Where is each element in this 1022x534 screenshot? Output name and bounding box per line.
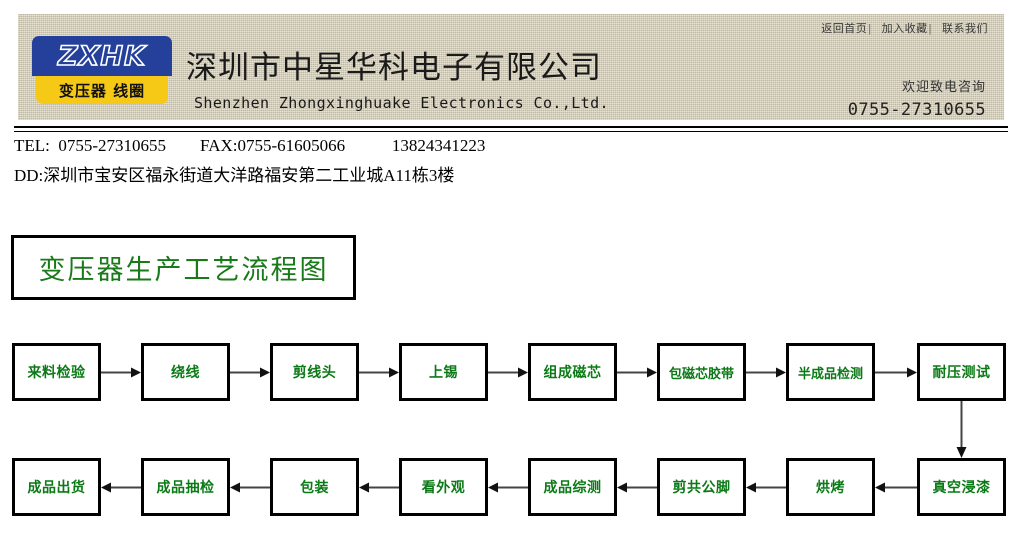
arrow-right-2 <box>230 367 270 378</box>
arrow-right-3 <box>359 367 399 378</box>
flow-step-wire-cutting[interactable]: 剪线头 <box>270 343 359 401</box>
flow-step-label: 组成磁芯 <box>543 365 602 381</box>
flow-step-core-assembly[interactable]: 组成磁芯 <box>528 343 617 401</box>
header-banner: 返回首页|加入收藏|联系我们 ZXHK 变压器 线圈 深圳市中星华科电子有限公司… <box>18 14 1004 120</box>
flow-step-label: 剪线头 <box>292 365 337 381</box>
flow-step-winding[interactable]: 绕线 <box>141 343 230 401</box>
company-logo[interactable]: ZXHK 变压器 线圈 <box>32 36 172 106</box>
flow-step-final-sampling[interactable]: 成品抽检 <box>141 458 230 516</box>
flow-step-label: 成品出货 <box>27 480 86 496</box>
contact-phone-fax-line: TEL: 0755-27310655 FAX:0755-61605066 138… <box>14 136 486 155</box>
nav-separator-2: | <box>928 23 932 35</box>
flow-step-label: 包装 <box>300 480 329 496</box>
flow-step-final-comprehensive-test[interactable]: 成品综测 <box>528 458 617 516</box>
nav-link-contact[interactable]: 联系我们 <box>942 23 988 35</box>
nav-separator-1: | <box>868 23 872 35</box>
logo-bottom-band: 变压器 线圈 <box>36 76 168 104</box>
flow-step-label: 看外观 <box>421 480 466 496</box>
flow-step-tinning[interactable]: 上锡 <box>399 343 488 401</box>
arrow-right-7 <box>875 367 917 378</box>
flow-step-label: 包磁芯胶带 <box>668 366 734 382</box>
contact-address-line: DD:深圳市宝安区福永街道大洋路福安第二工业城A11栋3楼 <box>14 166 455 185</box>
flow-step-baking[interactable]: 烘烤 <box>786 458 875 516</box>
flow-step-label: 烘烤 <box>816 480 845 496</box>
flow-step-appearance-check[interactable]: 看外观 <box>399 458 488 516</box>
flow-step-vacuum-impregnation[interactable]: 真空浸漆 <box>917 458 1006 516</box>
flow-step-label: 绕线 <box>171 365 200 381</box>
flow-step-semifinished-test[interactable]: 半成品检测 <box>786 343 875 401</box>
logo-product-text: 变压器 线圈 <box>58 81 146 100</box>
nav-link-favorites[interactable]: 加入收藏 <box>881 23 928 35</box>
flow-step-label: 成品综测 <box>543 480 602 496</box>
arrow-left-7 <box>875 482 917 493</box>
logo-acronym-text: ZXHK <box>57 40 146 73</box>
flow-step-common-pin-trim[interactable]: 剪共公脚 <box>657 458 746 516</box>
header-divider-rule <box>14 126 1008 132</box>
flow-step-label: 上锡 <box>429 365 458 381</box>
page-title: 变压器生产工艺流程图 <box>38 255 329 285</box>
flow-step-incoming-inspection[interactable]: 来料检验 <box>12 343 101 401</box>
flow-step-label: 剪共公脚 <box>672 480 731 496</box>
company-name-chinese: 深圳市中星华科电子有限公司 <box>186 50 602 86</box>
flow-step-packaging[interactable]: 包装 <box>270 458 359 516</box>
arrow-left-2 <box>230 482 270 493</box>
arrow-left-3 <box>359 482 399 493</box>
arrow-left-6 <box>746 482 786 493</box>
arrow-left-4 <box>488 482 528 493</box>
process-flowchart: 来料检验 绕线 剪线头 上锡 组成磁芯 包磁芯胶带 半成品检测 耐压测试 成品出… <box>0 330 1022 534</box>
arrow-right-4 <box>488 367 528 378</box>
header-nav-links: 返回首页|加入收藏|联系我们 <box>821 20 988 36</box>
flow-step-hipot-test[interactable]: 耐压测试 <box>917 343 1006 401</box>
flow-step-label: 半成品检测 <box>797 366 863 382</box>
page-title-box: 变压器生产工艺流程图 <box>11 235 356 300</box>
flow-step-label: 成品抽检 <box>156 480 215 496</box>
flow-step-shipment[interactable]: 成品出货 <box>12 458 101 516</box>
arrow-left-1 <box>101 482 141 493</box>
flow-step-label: 耐压测试 <box>932 365 991 381</box>
nav-link-home[interactable]: 返回首页 <box>821 23 868 35</box>
arrow-right-1 <box>101 367 141 378</box>
arrow-right-5 <box>617 367 657 378</box>
company-name-english: Shenzhen Zhongxinghuake Electronics Co.,… <box>194 94 609 112</box>
arrow-right-6 <box>746 367 786 378</box>
flow-step-core-taping[interactable]: 包磁芯胶带 <box>657 343 746 401</box>
arrow-down-connector <box>956 401 967 458</box>
welcome-message: 欢迎致电咨询 <box>901 79 986 94</box>
flow-step-label: 真空浸漆 <box>932 480 991 496</box>
logo-top-band: ZXHK <box>32 36 172 76</box>
arrow-left-5 <box>617 482 657 493</box>
header-phone-number: 0755-27310655 <box>847 100 986 120</box>
flow-step-label: 来料检验 <box>27 365 86 381</box>
